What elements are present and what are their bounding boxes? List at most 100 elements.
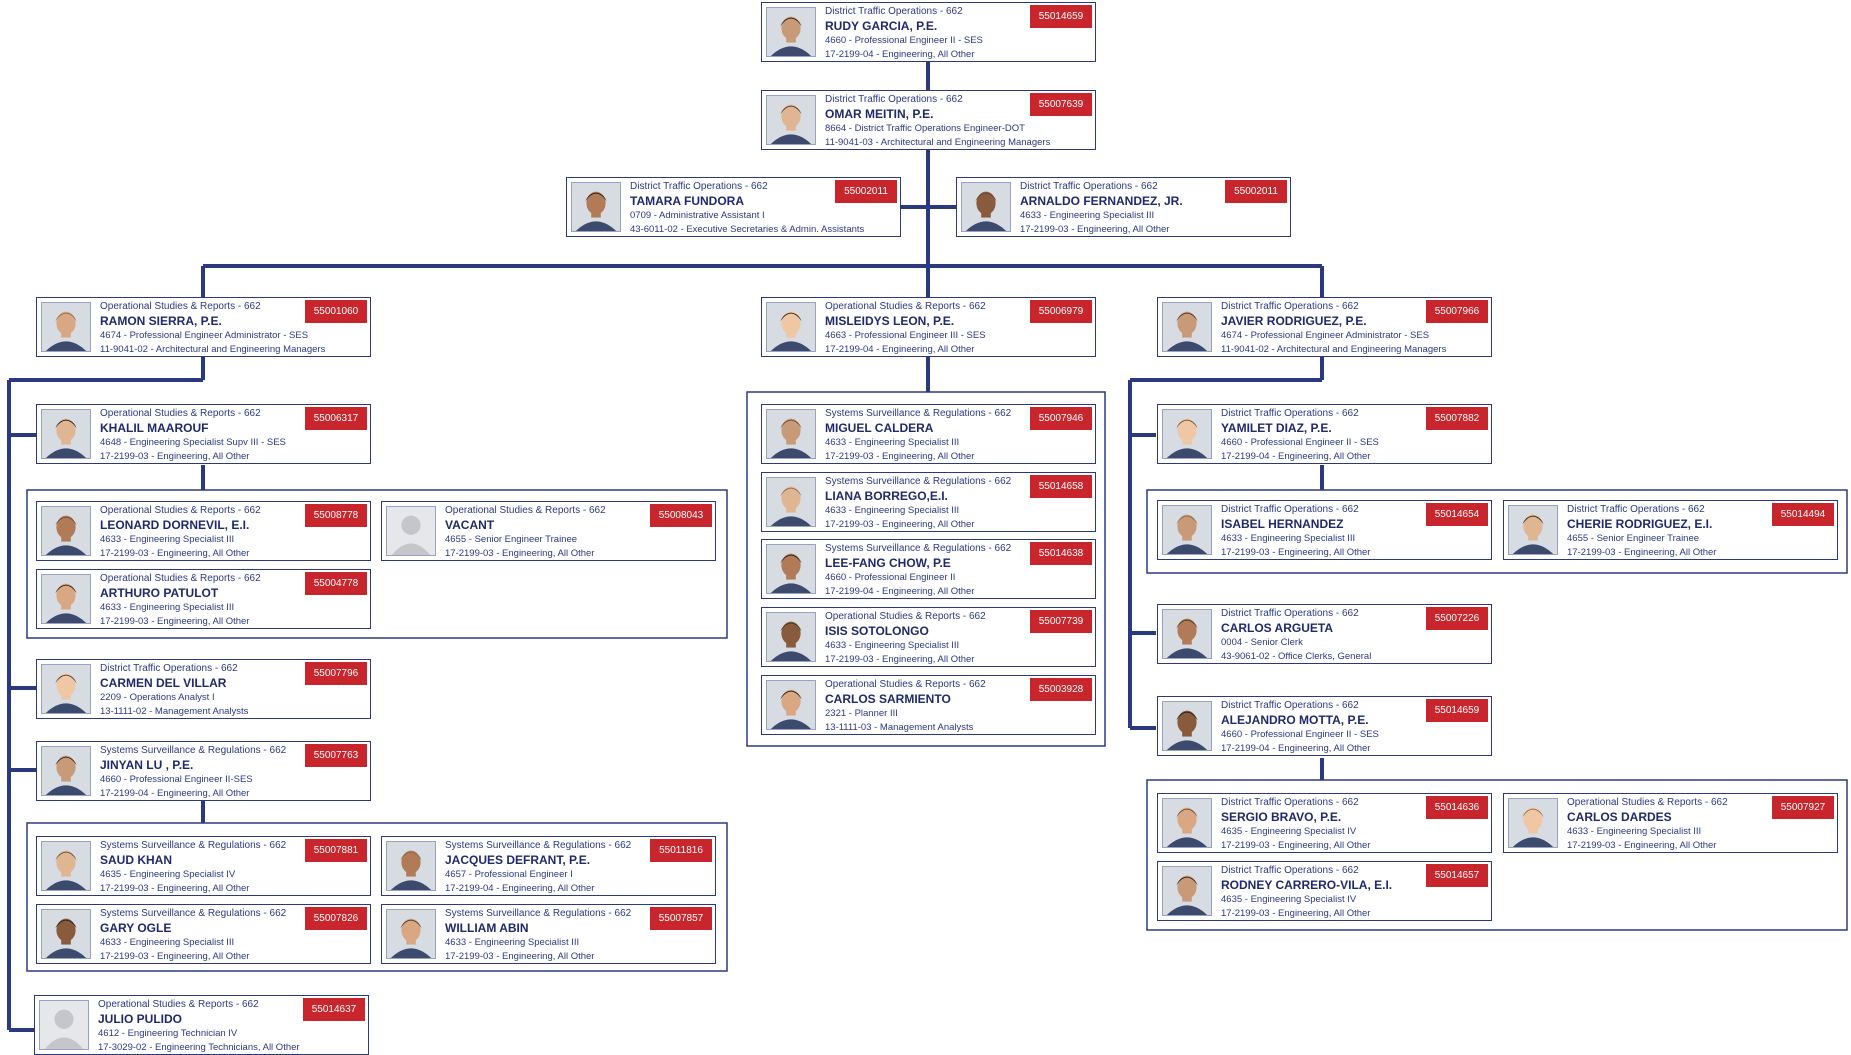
employee-name: MISLEIDYS LEON, P.E.: [825, 314, 955, 328]
occupation-code: 17-2199-03 - Engineering, All Other: [445, 548, 595, 559]
employee-name: YAMILET DIAZ, P.E.: [1221, 421, 1332, 435]
position-title: 0004 - Senior Clerk: [1221, 637, 1303, 648]
employee-photo: [766, 7, 816, 57]
position-number-badge: 55007966: [1426, 300, 1488, 323]
department-label: District Traffic Operations - 662: [825, 6, 963, 17]
occupation-code: 17-2199-03 - Engineering, All Other: [100, 616, 250, 627]
occupation-code: 17-2199-03 - Engineering, All Other: [1221, 908, 1371, 919]
department-label: District Traffic Operations - 662: [825, 94, 963, 105]
employee-name: RAMON SIERRA, P.E.: [100, 314, 222, 328]
employee-name: CHERIE RODRIGUEZ, E.I.: [1567, 517, 1713, 531]
position-number-badge: 55003928: [1030, 678, 1092, 701]
position-number-badge: 55007857: [650, 907, 712, 930]
employee-name: GARY OGLE: [100, 921, 172, 935]
occupation-code: 17-2199-03 - Engineering, All Other: [100, 883, 250, 894]
position-number-badge: 55011816: [650, 839, 712, 862]
employee-name: ISABEL HERNANDEZ: [1221, 517, 1344, 531]
position-title: 4633 - Engineering Specialist III: [445, 937, 580, 948]
position-title: 4633 - Engineering Specialist III: [100, 602, 235, 613]
employee-card[interactable]: 55007857 Systems Surveillance & Regulatio…: [381, 904, 716, 964]
group-frame: [26, 822, 728, 972]
position-title: 4635 - Engineering Specialist IV: [1221, 826, 1357, 837]
position-number-badge: 55014657: [1426, 864, 1488, 887]
employee-name: WILLIAM ABIN: [445, 921, 529, 935]
occupation-code: 11-9041-02 - Architectural and Engineeri…: [1221, 344, 1447, 355]
occupation-code: 13-1111-03 - Management Analysts: [825, 722, 974, 733]
position-number-badge: 55008043: [650, 504, 712, 527]
occupation-code: 17-2199-04 - Engineering, All Other: [825, 49, 975, 60]
department-label: District Traffic Operations - 662: [1567, 504, 1705, 515]
employee-name: CARLOS SARMIENTO: [825, 692, 951, 706]
employee-photo: [766, 302, 816, 352]
occupation-code: 17-2199-04 - Engineering, All Other: [825, 586, 975, 597]
employee-photo: [1162, 701, 1212, 751]
employee-name: LIANA BORREGO,E.I.: [825, 489, 948, 503]
employee-name: OMAR MEITIN, P.E.: [825, 107, 934, 121]
position-title: 4633 - Engineering Specialist III: [1221, 533, 1356, 544]
position-number-badge: 55014638: [1030, 542, 1092, 565]
department-label: Systems Surveillance & Regulations - 662: [825, 476, 1012, 487]
occupation-code: 17-2199-04 - Engineering, All Other: [1221, 451, 1371, 462]
department-label: District Traffic Operations - 662: [1221, 797, 1359, 808]
position-title: 4633 - Engineering Specialist III: [1020, 210, 1155, 221]
department-label: Operational Studies & Reports - 662: [825, 679, 986, 690]
employee-name: JINYAN LU , P.E.: [100, 758, 194, 772]
employee-photo: [766, 544, 816, 594]
occupation-code: 17-2199-04 - Engineering, All Other: [825, 344, 975, 355]
position-number-badge: 55014637: [303, 998, 365, 1021]
position-number-badge: 55004778: [305, 572, 367, 595]
employee-card[interactable]: 55003928 Operational Studies & Reports - …: [761, 675, 1096, 735]
employee-card[interactable]: 55014638 Systems Surveillance & Regulatio…: [761, 539, 1096, 599]
position-title: 4648 - Engineering Specialist Supv III -…: [100, 437, 286, 448]
employee-name: JACQUES DEFRANT, P.E.: [445, 853, 591, 867]
department-label: Operational Studies & Reports - 662: [100, 573, 261, 584]
position-number-badge: 55007639: [1030, 93, 1092, 116]
department-label: Operational Studies & Reports - 662: [825, 301, 986, 312]
employee-photo: [41, 302, 91, 352]
employee-photo: [41, 506, 91, 556]
position-number-badge: 55002011: [835, 180, 897, 203]
employee-name: SAUD KHAN: [100, 853, 172, 867]
department-label: Systems Surveillance & Regulations - 662: [445, 908, 632, 919]
position-title: 4674 - Professional Engineer Administrat…: [1221, 330, 1430, 341]
position-number-badge: 55008778: [305, 504, 367, 527]
department-label: Systems Surveillance & Regulations - 662: [825, 543, 1012, 554]
employee-name: LEE-FANG CHOW, P.E: [825, 556, 951, 570]
employee-name: CARMEN DEL VILLAR: [100, 676, 227, 690]
position-number-badge: 55006317: [305, 407, 367, 430]
employee-photo: [1162, 866, 1212, 916]
position-title: 4635 - Engineering Specialist IV: [1221, 894, 1357, 905]
employee-card[interactable]: 55007639 District Traffic Operations - 66…: [761, 90, 1096, 150]
employee-photo: [1508, 505, 1558, 555]
department-label: District Traffic Operations - 662: [1221, 608, 1359, 619]
position-title: 8664 - District Traffic Operations Engin…: [825, 123, 1025, 134]
employee-photo: [41, 409, 91, 459]
employee-card[interactable]: 55004778 Operational Studies & Reports - …: [36, 569, 371, 629]
